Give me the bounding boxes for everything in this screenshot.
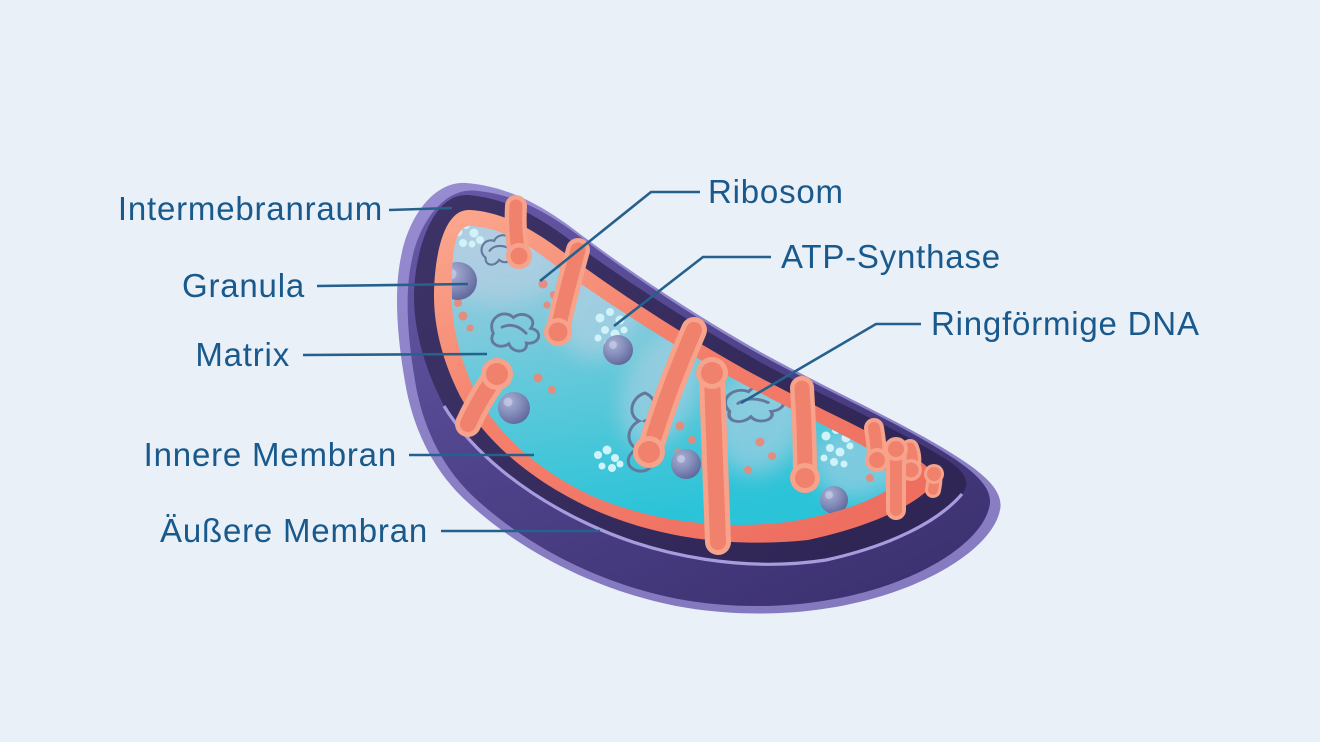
- crista-fold: [884, 437, 908, 520]
- crista-fold: [633, 317, 707, 468]
- leader-line-matrix: [302, 352, 488, 357]
- granula-sphere: [671, 449, 701, 479]
- crista-fold: [696, 357, 731, 555]
- crista-fold: [864, 418, 889, 472]
- crista-fold: [790, 376, 820, 493]
- crista-fold: [544, 238, 590, 346]
- label-intermembrane-space: Intermebranraum: [117, 190, 383, 227]
- label-matrix: Matrix: [195, 336, 290, 373]
- leader-line-circular-dna: [740, 322, 921, 405]
- granula-sphere: [451, 262, 477, 300]
- granula-spheres: [451, 262, 848, 514]
- leader-line-granula: [316, 282, 469, 288]
- granula-sphere: [603, 335, 633, 365]
- label-atp-synthase: ATP-Synthase: [781, 238, 1001, 275]
- leader-line-intermembrane: [388, 206, 453, 212]
- label-ribosome: Ribosom: [708, 173, 844, 210]
- label-circular-dna: Ringförmige DNA: [931, 305, 1200, 342]
- crista-fold: [455, 358, 513, 437]
- cristae-folds: [455, 195, 944, 555]
- granula-sphere: [820, 486, 848, 514]
- label-inner-membrane: Innere Membran: [143, 436, 397, 473]
- leader-lines: [302, 190, 921, 533]
- crista-fold: [924, 464, 944, 498]
- label-outer-membrane: Äußere Membran: [160, 512, 428, 549]
- leader-line-ribosome: [539, 190, 700, 283]
- bowl-lip-highlight: [442, 405, 964, 566]
- label-granula: Granula: [181, 267, 305, 304]
- leader-line-atp-synthase: [613, 255, 771, 328]
- granula-sphere: [498, 392, 530, 424]
- atp-cluster-lower: [594, 445, 624, 472]
- crista-fold: [504, 195, 532, 269]
